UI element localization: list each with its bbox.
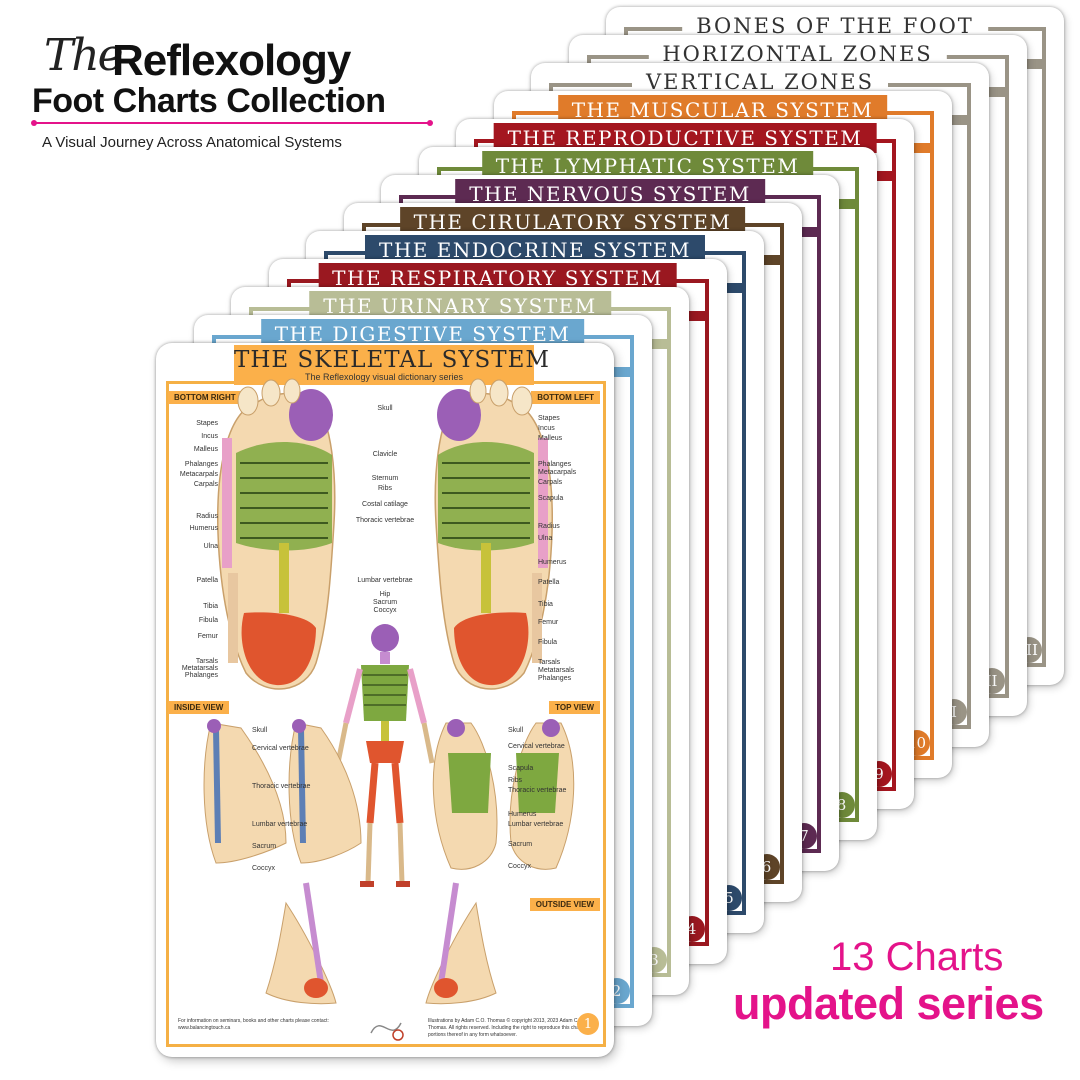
footer-copyright: Illustrations by Adam C.O. Thomas © copy… [428, 1018, 588, 1038]
anatomy-label: Tibia [203, 603, 218, 610]
brand-tagline: A Visual Journey Across Anatomical Syste… [42, 134, 342, 151]
anatomy-label: Fibula [198, 617, 218, 624]
anatomy-label: Phalanges [538, 461, 572, 468]
anatomy-label: Sacrum [508, 841, 533, 848]
anatomy-label: Metatarsals [181, 665, 218, 672]
promo-count: 13 Charts [830, 935, 1004, 979]
anatomy-label: Coccyx [373, 607, 397, 614]
top-view-drawing [432, 719, 575, 870]
anatomy-label: Sacrum [252, 843, 277, 850]
anatomy-label: Femur [538, 619, 559, 626]
anatomy-label: Lumbar vertebrae [252, 821, 308, 828]
anatomy-label: Tibia [538, 601, 553, 608]
skeletal-chart-card: The Skeletal System The Reflexology visu… [156, 343, 614, 1057]
section-bottom-left: BOTTOM LEFT [531, 391, 600, 404]
edge-tab [943, 115, 971, 125]
anatomy-label: Ulna [203, 543, 218, 550]
anatomy-label: Sacrum [372, 599, 398, 606]
edge-tab [680, 311, 709, 321]
anatomy-label: Humerus [189, 525, 218, 532]
anatomy-label: Malleus [538, 435, 563, 442]
edge-tab [830, 199, 859, 209]
anatomy-label: Phalanges [184, 461, 218, 468]
edge-tab [755, 255, 784, 265]
anatomy-label: Radius [538, 523, 560, 530]
anatomy-label: Costal catilage [362, 501, 408, 508]
anatomy-label: Scapula [508, 765, 534, 772]
anatomy-label: Coccyx [508, 863, 531, 870]
anatomy-label: Skull [377, 405, 393, 412]
foot-bottom-right-drawing [217, 378, 336, 690]
anatomy-label: Patella [538, 579, 560, 586]
anatomy-label: Carpals [193, 481, 218, 488]
card-title: The Respiratory System [318, 263, 677, 293]
anatomy-label: Metatarsals [538, 667, 575, 674]
promo-headline: updated series [733, 978, 1044, 1029]
inside-view-drawing [203, 719, 362, 864]
anatomy-label: Tarsals [195, 658, 218, 665]
anatomy-label: Ribs [508, 777, 523, 784]
anatomy-label: Femur [197, 633, 218, 640]
anatomy-label: Phalanges [538, 675, 572, 682]
anatomy-label: Incus [201, 433, 218, 440]
anatomy-label: Patella [196, 577, 218, 584]
brand-the: The [44, 30, 124, 81]
anatomy-label: Lumbar vertebrae [508, 821, 564, 828]
balancing-touch-logo-icon [370, 1022, 404, 1041]
anatomy-label: Humerus [508, 811, 537, 818]
edge-tab [905, 143, 934, 153]
anatomy-label: Stapes [196, 420, 218, 427]
anatomy-label: Humerus [538, 559, 567, 566]
anatomy-label: Radius [196, 513, 218, 520]
edge-tab [1018, 59, 1046, 69]
brand-divider [31, 120, 433, 126]
anatomy-label: Phalanges [184, 672, 218, 679]
anatomy-label: Sternum [371, 475, 399, 482]
section-top-view: TOP VIEW [549, 701, 600, 714]
anatomy-label: Skull [508, 727, 524, 734]
anatomy-label: Fibula [538, 639, 558, 646]
edge-tab [868, 171, 896, 181]
section-bottom-right: BOTTOM RIGHT [168, 391, 242, 404]
anatomy-label: Skull [252, 727, 268, 734]
anatomy-label: Carpals [538, 479, 563, 486]
edge-tab [980, 87, 1009, 97]
card-subtitle: The Reflexology visual dictionary series [304, 372, 464, 382]
anatomy-label: Scapula [538, 495, 564, 502]
anatomy-label: Metacarpals [179, 471, 218, 478]
outside-view-drawing [265, 882, 497, 1005]
skeletal-illustration [203, 378, 575, 1041]
anatomy-label: Tarsals [538, 659, 561, 666]
edge-tab [718, 283, 746, 293]
anatomy-label: Thoracic vertebrae [252, 783, 311, 790]
edge-tab [793, 227, 821, 237]
anatomy-label: Thoracic vertebrae [355, 517, 415, 524]
anatomy-label: Ulna [538, 535, 553, 542]
brand-subtitle: Foot Charts Collection [32, 82, 386, 120]
footer-contact: For information on seminars, books and o… [178, 1018, 329, 1031]
anatomy-label: Stapes [538, 415, 560, 422]
edge-tab [643, 339, 671, 349]
anatomy-label: Ribs [377, 485, 392, 492]
anatomy-label: Clavicle [372, 451, 398, 458]
human-skeleton-drawing [335, 624, 435, 887]
anatomy-label: Hip [379, 591, 391, 598]
card-title-banner: The Skeletal System The Reflexology visu… [234, 345, 550, 385]
anatomy-label: Lumbar vertebrae [357, 577, 413, 584]
card-title: The Skeletal System [234, 347, 550, 373]
edge-tab [605, 367, 634, 377]
anatomy-label: Thoracic vertebrae [508, 787, 567, 794]
anatomy-label: Coccyx [252, 865, 275, 872]
anatomy-label: Cervical vertebrae [508, 743, 565, 750]
anatomy-label: Cervical vertebrae [252, 745, 309, 752]
anatomy-label: Malleus [193, 446, 218, 453]
anatomy-label: Metacarpals [538, 469, 577, 476]
foot-bottom-left-drawing [434, 378, 553, 690]
brand-title: Reflexology [112, 36, 351, 85]
section-inside-view: INSIDE VIEW [168, 701, 230, 714]
chart-number-badge: 1 [577, 1013, 599, 1035]
section-outside-view: OUTSIDE VIEW [529, 898, 600, 911]
anatomy-label: Incus [538, 425, 555, 432]
